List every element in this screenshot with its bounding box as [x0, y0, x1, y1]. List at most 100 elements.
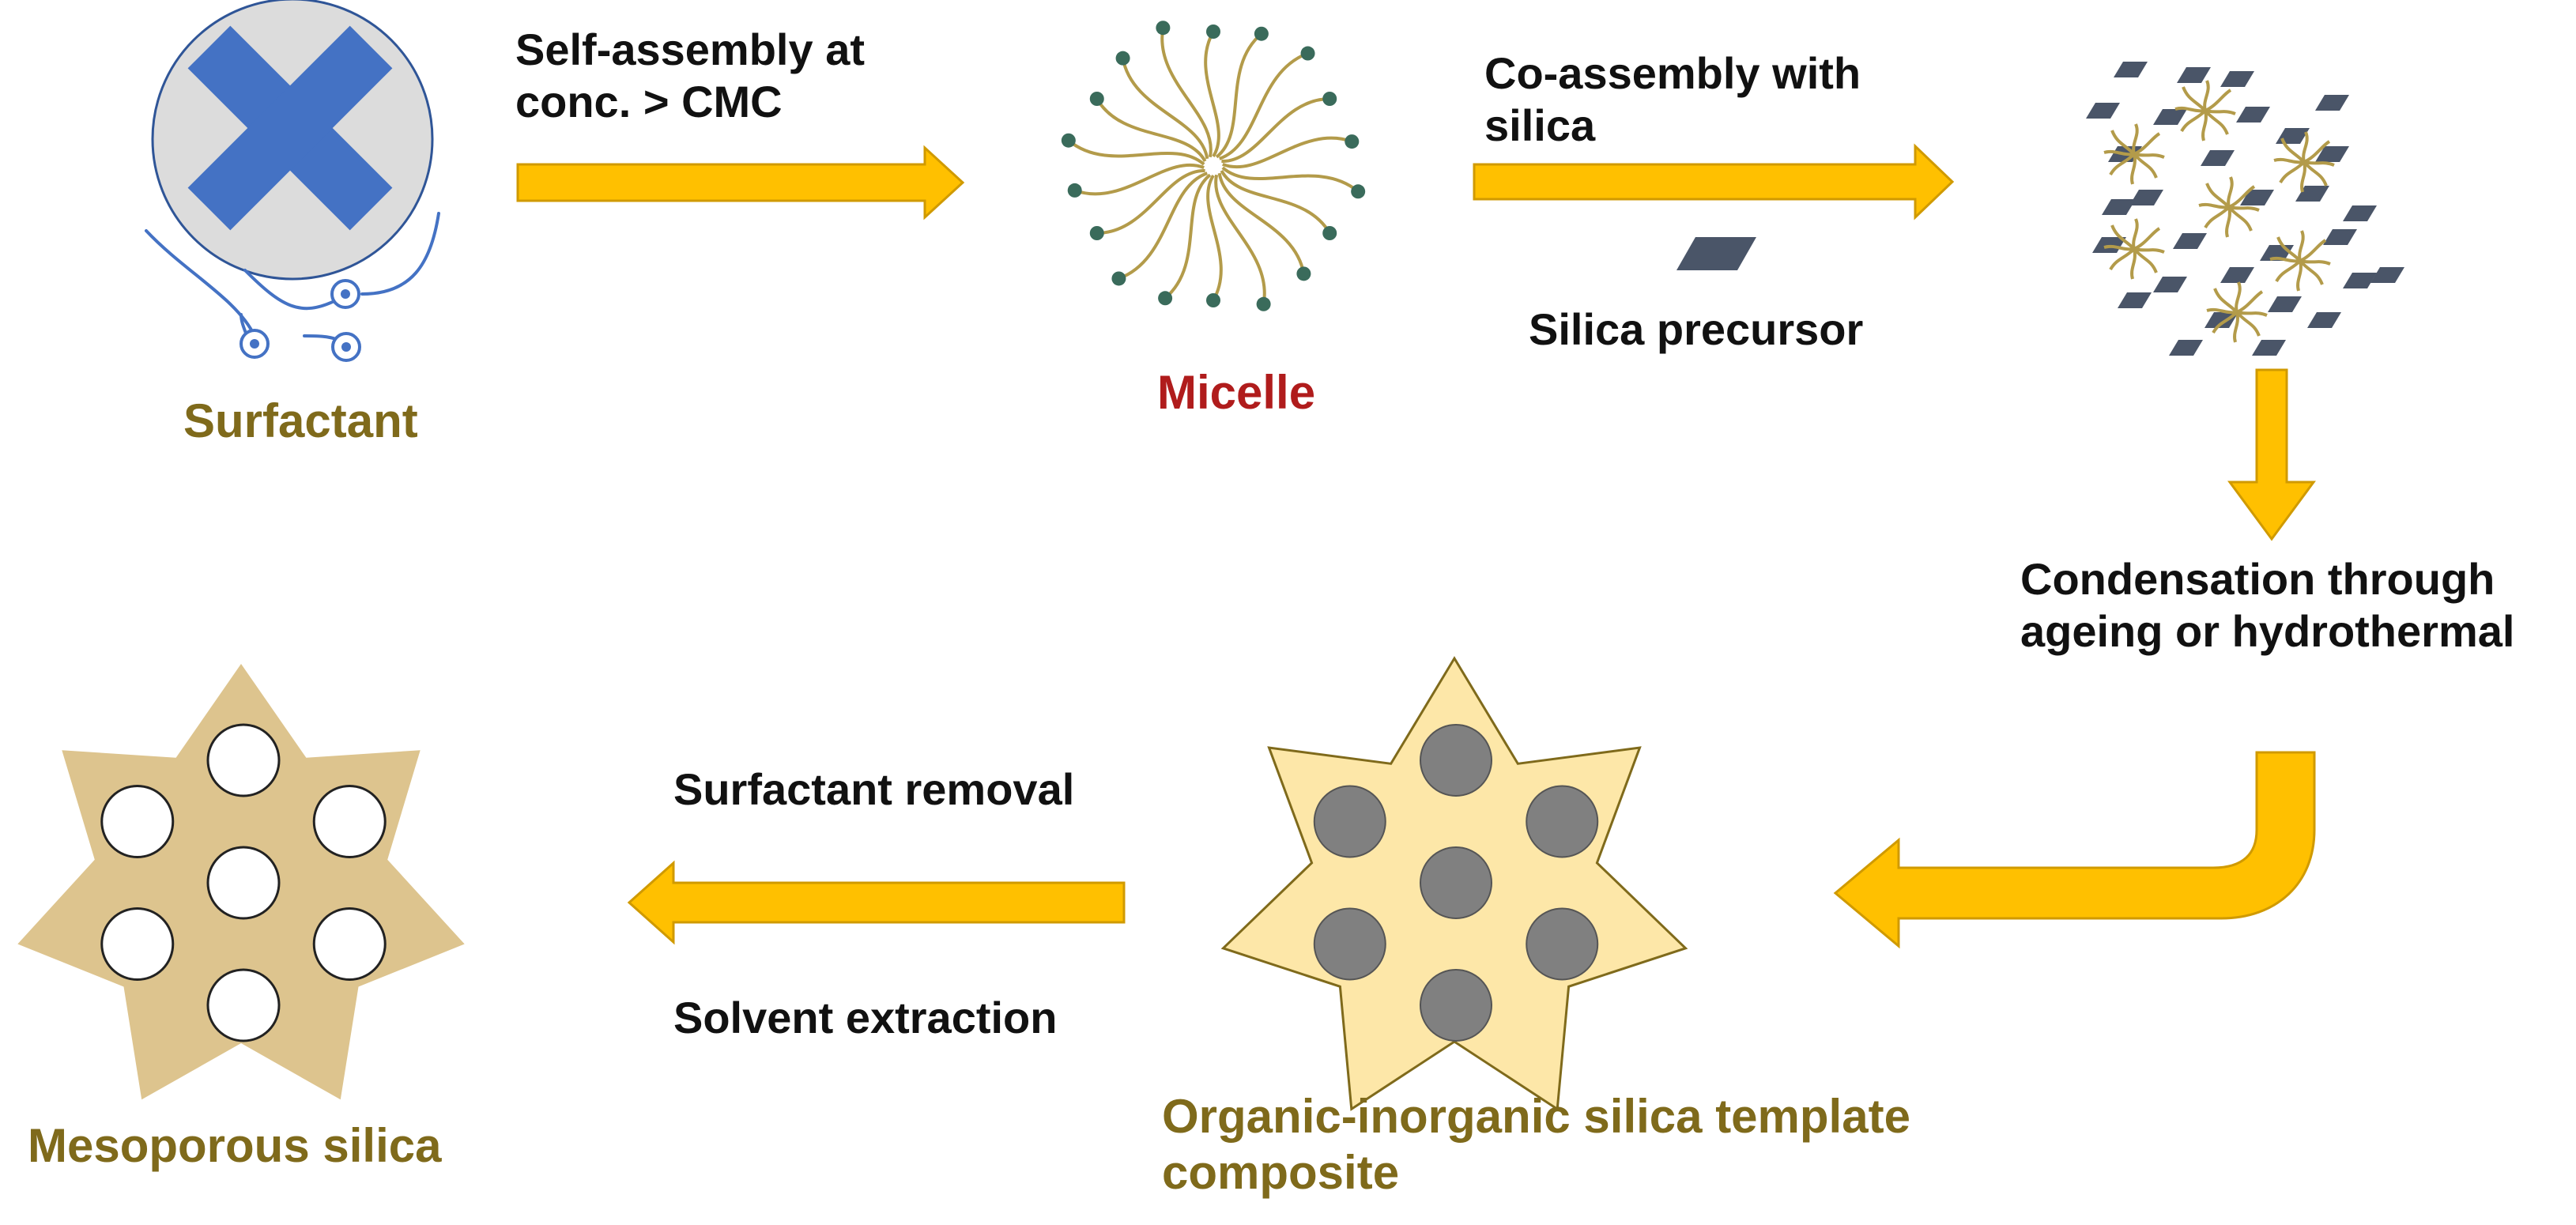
silica-flake: [2220, 71, 2254, 87]
composite-label-line1: Organic-inorganic silica template: [1162, 1090, 1910, 1143]
empty-pore: [206, 846, 281, 920]
micelle-tail: [1204, 31, 1220, 158]
composite-label-line2: composite: [1162, 1145, 1400, 1199]
condensation-line1: Condensation through: [2020, 554, 2495, 604]
micelle-head: [1351, 184, 1366, 199]
mini-micelle: [2272, 130, 2336, 194]
surfactant-icon: [145, 0, 440, 362]
self-assembly-line1: Self-assembly at: [515, 24, 865, 74]
micelle-tail: [1160, 27, 1213, 158]
mesoporous-label: Mesoporous silica: [28, 1119, 442, 1172]
empty-pore: [206, 723, 281, 797]
micelle-head: [1296, 266, 1311, 281]
micelle-tail: [1221, 97, 1330, 164]
condensation-label: Condensation through ageing or hydrother…: [2020, 553, 2514, 658]
composite-label: Organic-inorganic silica template compos…: [1162, 1089, 1910, 1201]
silica-flake: [2118, 292, 2152, 308]
micelle-head: [1322, 92, 1337, 106]
micelle-tail: [1067, 139, 1205, 166]
silica-flake: [2086, 103, 2120, 119]
micelle-tail: [1214, 174, 1266, 305]
silica-flake: [2343, 273, 2377, 288]
self-assembly-line2: conc. > CMC: [515, 77, 783, 127]
silica-flake: [2343, 205, 2377, 221]
micelle-head: [1158, 291, 1173, 306]
micelle-head: [1206, 24, 1220, 39]
silica-flake: [2114, 62, 2148, 77]
micelle-head: [1111, 271, 1126, 286]
filled-pore: [1313, 907, 1386, 981]
silica-flake: [2177, 67, 2211, 83]
micelle-tail: [1164, 173, 1212, 300]
micelle-head: [1156, 21, 1171, 36]
arrow-self-assembly: [516, 145, 965, 220]
micelle-icon: [1061, 21, 1366, 311]
micelle-tail: [1206, 174, 1223, 301]
micelle-head: [1067, 183, 1082, 198]
surfactant-head-groups: [239, 279, 361, 362]
self-assembly-label: Self-assembly at conc. > CMC: [515, 24, 865, 128]
micelle-tail: [1215, 32, 1263, 159]
micelle-silica-mixture-icon: [2086, 62, 2404, 356]
co-assembly-label: Co-assembly with silica: [1484, 47, 1861, 152]
micelle-tail: [1219, 51, 1309, 160]
silica-flake: [2323, 229, 2357, 245]
silica-flake: [2153, 109, 2187, 125]
silica-flake: [2240, 190, 2274, 205]
arrow-condensation: [2227, 368, 2316, 541]
composite-star-icon: [1220, 656, 1688, 1111]
silica-flake: [2370, 267, 2404, 283]
silica-flake: [2102, 199, 2136, 215]
co-assembly-line1: Co-assembly with: [1484, 48, 1861, 98]
micelle-tail: [1220, 169, 1331, 235]
filled-pore: [1420, 724, 1492, 797]
empty-pore: [312, 785, 387, 858]
micelle-head: [1206, 293, 1220, 307]
surfactant-removal-label: Surfactant removal: [673, 764, 1075, 814]
micelle-tail: [1096, 97, 1207, 163]
micelle-tail: [1074, 163, 1205, 196]
surfactant-cross: [187, 25, 393, 231]
solvent-extraction-label: Solvent extraction: [673, 993, 1058, 1042]
silica-flake: [2268, 296, 2302, 312]
silica-flake: [2220, 267, 2254, 283]
arrow-bent-left: [1833, 751, 2316, 949]
empty-pore: [100, 907, 175, 981]
filled-pore: [1526, 785, 1599, 858]
silica-flake: [2236, 107, 2270, 122]
silica-precursor-icon: [1676, 237, 1756, 270]
micelle-head: [1115, 51, 1130, 66]
filled-pore: [1420, 846, 1492, 919]
micelle-tail: [1217, 172, 1306, 274]
silica-flake: [2315, 95, 2349, 111]
silica-flake: [2276, 128, 2310, 144]
filled-pore: [1526, 907, 1599, 981]
filled-pore: [1313, 785, 1386, 858]
silica-flake: [2153, 277, 2187, 292]
empty-pore: [206, 968, 281, 1042]
arrow-surfactant-removal: [627, 860, 1126, 945]
micelle-tail: [1096, 168, 1205, 235]
micelle-head: [1322, 226, 1337, 240]
micelle-tail: [1121, 58, 1209, 160]
condensation-line2: ageing or hydrothermal: [2020, 606, 2515, 657]
micelle-tail: [1118, 172, 1208, 281]
micelle-head: [1089, 226, 1104, 240]
filled-pore: [1420, 969, 1492, 1042]
micelle-head: [1089, 92, 1104, 106]
micelle-tail: [1222, 136, 1352, 169]
micelle-head: [1254, 26, 1269, 41]
empty-pore: [100, 785, 175, 858]
micelle-head: [1345, 134, 1360, 149]
micelle-head: [1256, 296, 1271, 311]
silica-precursor-label: Silica precursor: [1529, 304, 1864, 354]
micelle-head: [1300, 46, 1315, 61]
micelle-tail: [1221, 166, 1360, 193]
surfactant-label: Surfactant: [183, 394, 418, 447]
silica-flake: [2307, 312, 2341, 328]
arrow-co-assembly: [1473, 143, 1955, 220]
silica-flake: [2173, 233, 2207, 249]
mini-micelle: [2197, 175, 2261, 239]
